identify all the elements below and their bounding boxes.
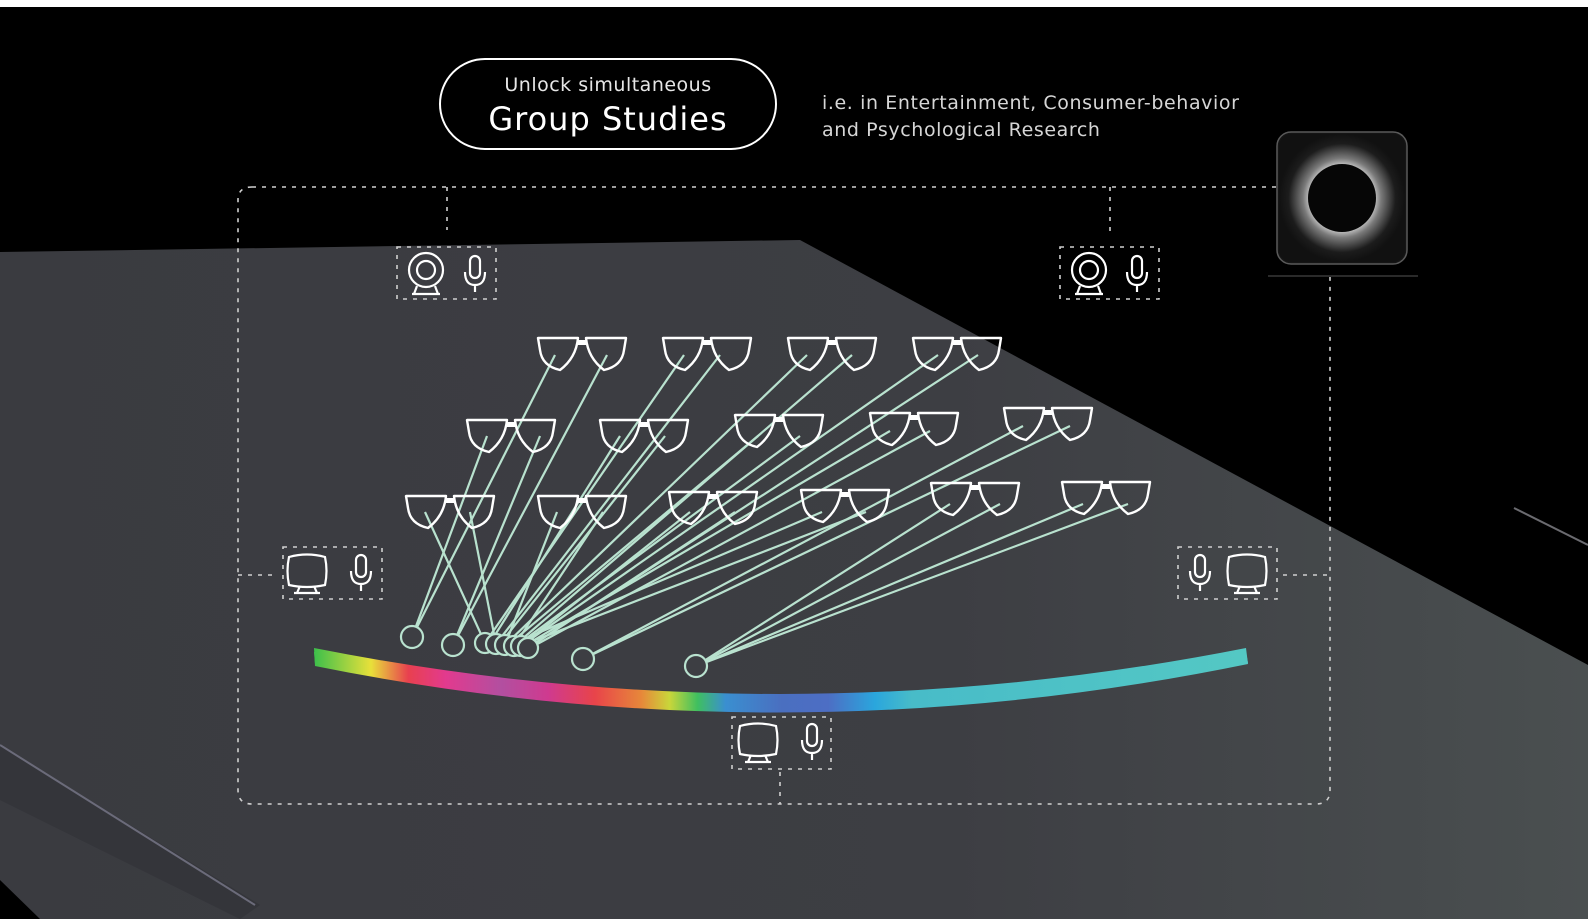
- gaze-points: [399, 624, 709, 679]
- headline-pill: Unlock simultaneous Group Studies: [439, 58, 777, 150]
- headline-title: Group Studies: [488, 100, 728, 138]
- caption-line-2: and Psychological Research: [822, 119, 1101, 141]
- gaze-lines: [410, 354, 1129, 668]
- dotted-network-frame: [237, 186, 1331, 805]
- headline-subtitle: Unlock simultaneous: [504, 74, 712, 96]
- central-camera: [1268, 131, 1418, 277]
- caption-line-1: i.e. in Entertainment, Consumer-behavior: [822, 92, 1240, 114]
- floor-plane: [0, 240, 1588, 919]
- use-case-caption: i.e. in Entertainment, Consumer-behavior…: [822, 90, 1240, 144]
